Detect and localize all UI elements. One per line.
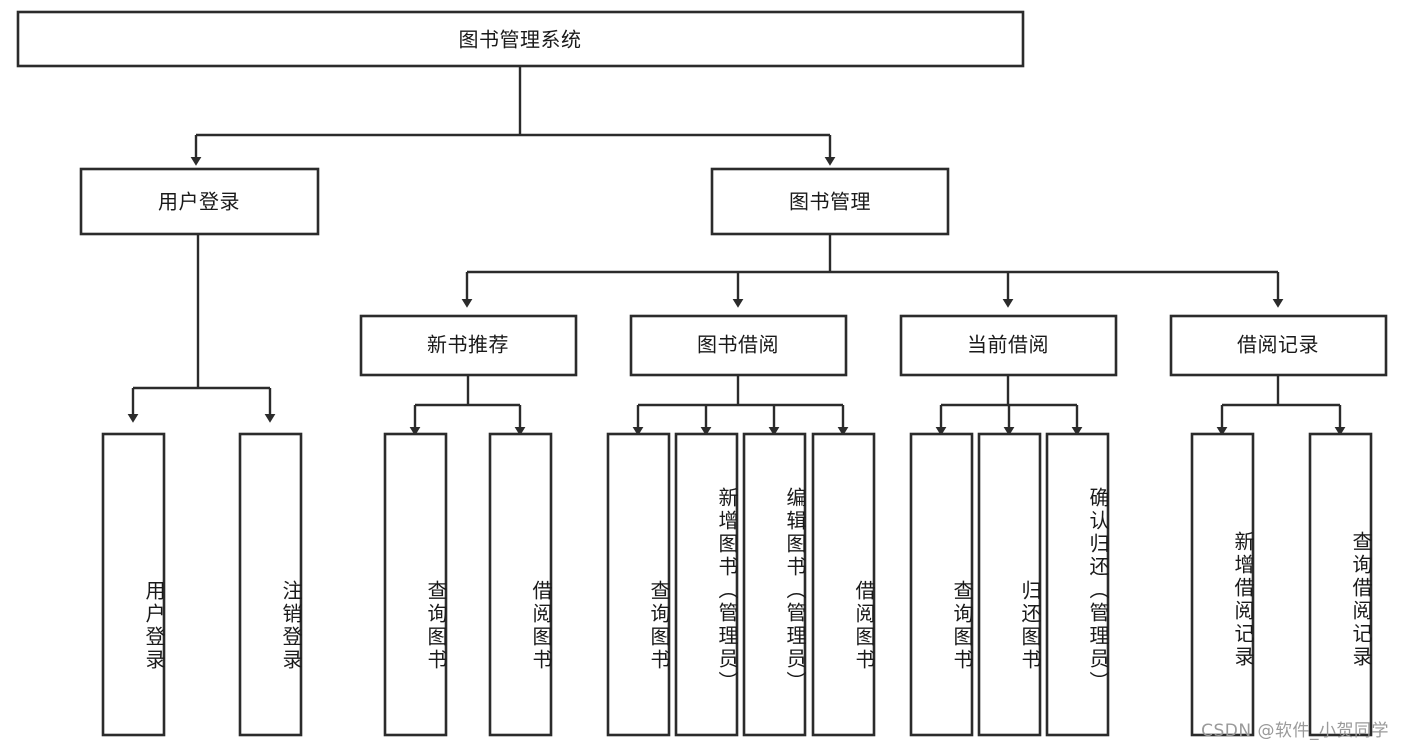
node-label-leaf-user-login-1: 用户登录 xyxy=(142,579,166,672)
csdn-watermark: CSDN @软件_小贺同学 xyxy=(1201,721,1389,741)
connector-group-book-mgmt xyxy=(461,234,1284,308)
connector-group-current-borrow xyxy=(935,375,1083,436)
node-label-book-borrow: 图书借阅 xyxy=(697,333,779,357)
node-label-leaf-current-borrow-3: 确认归还（管理员） xyxy=(1086,487,1110,694)
node-box-user-login[interactable] xyxy=(79,167,320,236)
node-box-leaf-book-borrow-3[interactable] xyxy=(742,432,807,737)
node-box-leaf-current-borrow-2[interactable] xyxy=(977,432,1042,737)
node-label-leaf-current-borrow-2: 归还图书 xyxy=(1018,579,1042,672)
node-label-borrow-record: 借阅记录 xyxy=(1237,333,1319,357)
node-label-leaf-borrow-record-1: 新增借阅记录 xyxy=(1231,530,1255,669)
node-label-leaf-new-book-1: 查询图书 xyxy=(424,579,448,672)
node-box-leaf-user-login-1[interactable] xyxy=(101,432,166,737)
node-box-root[interactable] xyxy=(16,10,1025,68)
node-box-leaf-user-login-2[interactable] xyxy=(238,432,303,737)
node-box-book-borrow[interactable] xyxy=(629,314,848,377)
node-label-current-borrow: 当前借阅 xyxy=(967,333,1049,357)
node-box-book-mgmt[interactable] xyxy=(710,167,950,236)
node-label-book-mgmt: 图书管理 xyxy=(789,190,871,214)
node-box-current-borrow[interactable] xyxy=(899,314,1118,377)
node-label-new-book: 新书推荐 xyxy=(427,333,509,357)
node-label-leaf-book-borrow-2: 新增图书（管理员） xyxy=(715,487,739,694)
node-box-leaf-book-borrow-1[interactable] xyxy=(606,432,671,737)
node-label-user-login: 用户登录 xyxy=(158,190,240,214)
node-label-leaf-current-borrow-1: 查询图书 xyxy=(950,579,974,672)
node-box-leaf-borrow-record-1[interactable] xyxy=(1190,432,1255,737)
connector-group-book-borrow xyxy=(632,375,849,436)
connector-group-root xyxy=(190,66,836,166)
node-box-leaf-new-book-2[interactable] xyxy=(488,432,553,737)
node-label-leaf-new-book-2: 借阅图书 xyxy=(529,579,553,672)
connector-group-user-login xyxy=(127,234,276,423)
node-box-leaf-borrow-record-2[interactable] xyxy=(1308,432,1373,737)
node-label-leaf-borrow-record-2: 查询借阅记录 xyxy=(1349,530,1373,669)
node-box-leaf-book-borrow-4[interactable] xyxy=(811,432,876,737)
node-box-leaf-current-borrow-3[interactable] xyxy=(1045,432,1110,737)
connector-group-new-book xyxy=(409,375,526,436)
node-box-new-book[interactable] xyxy=(359,314,578,377)
node-label-root: 图书管理系统 xyxy=(459,28,582,52)
node-box-leaf-new-book-1[interactable] xyxy=(383,432,448,737)
node-box-borrow-record[interactable] xyxy=(1169,314,1388,377)
connector-group-borrow-record xyxy=(1216,375,1346,436)
node-box-leaf-current-borrow-1[interactable] xyxy=(909,432,974,737)
node-label-leaf-user-login-2: 注销登录 xyxy=(279,579,303,672)
node-label-leaf-book-borrow-3: 编辑图书（管理员） xyxy=(783,487,807,694)
node-box-leaf-book-borrow-2[interactable] xyxy=(674,432,739,737)
node-label-leaf-book-borrow-1: 查询图书 xyxy=(647,579,671,672)
node-label-leaf-book-borrow-4: 借阅图书 xyxy=(852,579,876,672)
